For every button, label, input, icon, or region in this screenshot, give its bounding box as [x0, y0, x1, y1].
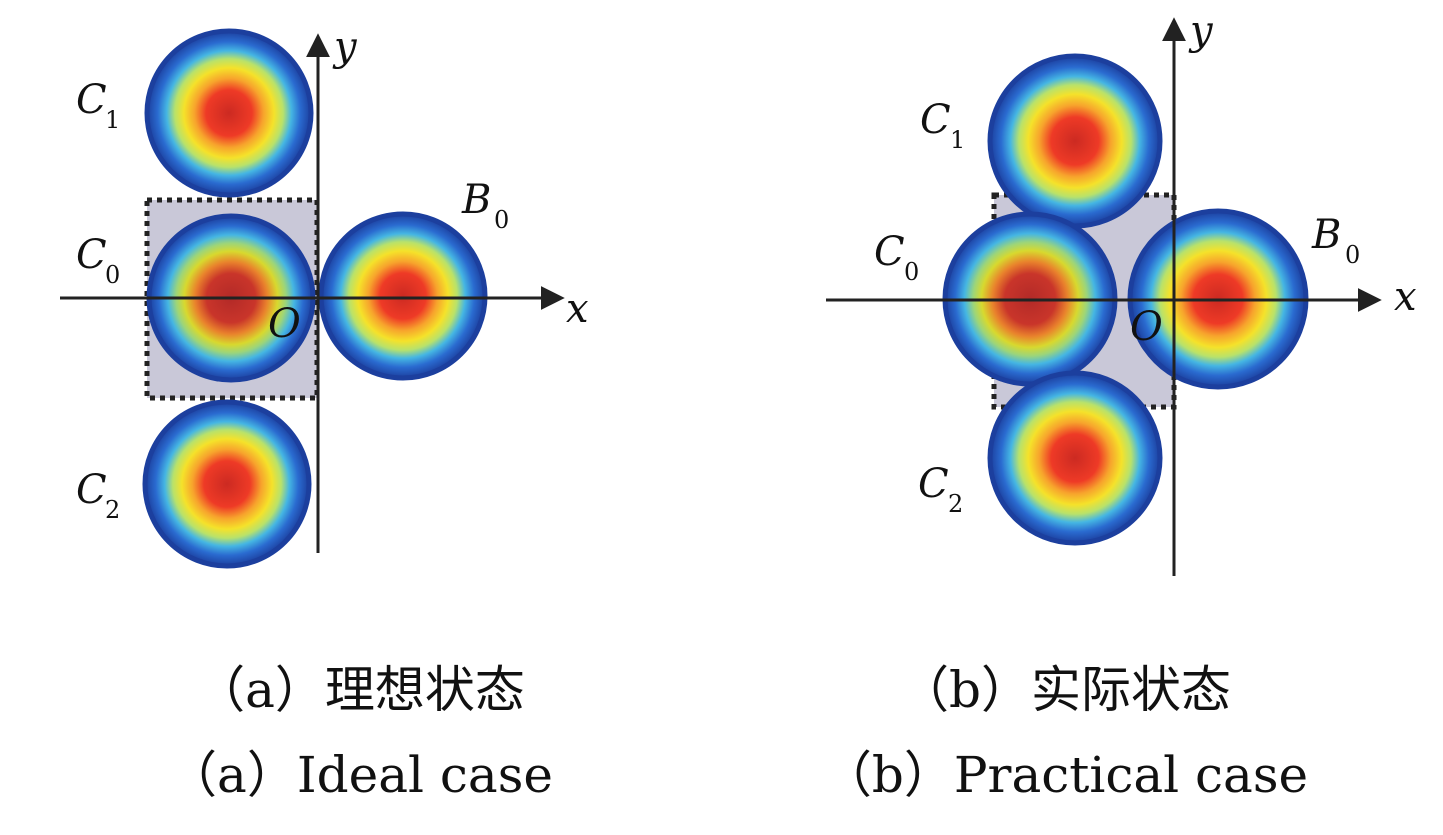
- label-c1-a: C: [76, 77, 107, 123]
- label-c0-a: C: [76, 232, 107, 278]
- label-c2-sub-b: 2: [948, 490, 963, 518]
- spot-c1-a: [144, 28, 314, 198]
- label-c0-sub-a: 0: [105, 261, 120, 289]
- x-axis-label-a: x: [566, 286, 589, 332]
- caption-a-english: （a）Ideal case: [167, 746, 553, 804]
- label-c0-sub-b: 0: [904, 258, 919, 286]
- panel-b: x y O C 1 C 0 C 2 B 0: [826, 8, 1417, 576]
- panel-a: x y O C 1 C 0 C 2 B 0: [60, 24, 589, 569]
- caption-b-chinese: （b）实际状态: [898, 661, 1231, 719]
- label-c2-a: C: [76, 467, 107, 513]
- label-b0-b: B: [1311, 212, 1341, 258]
- label-c1-b: C: [920, 97, 951, 143]
- label-b0-sub-b: 0: [1345, 241, 1360, 269]
- caption-a-chinese: （a）理想状态: [195, 661, 525, 719]
- spot-c2-b: [987, 370, 1163, 546]
- x-axis-label-b: x: [1394, 274, 1417, 320]
- label-c0-b: C: [874, 229, 905, 275]
- label-c1-sub-a: 1: [105, 106, 120, 134]
- label-b0-a: B: [461, 177, 491, 223]
- y-axis-label-a: y: [332, 24, 358, 70]
- label-c2-b: C: [918, 461, 949, 507]
- spot-c2-a: [142, 399, 312, 569]
- label-c2-sub-a: 2: [105, 496, 120, 524]
- y-axis-label-b: y: [1188, 8, 1214, 54]
- origin-label-a: O: [268, 301, 301, 347]
- label-c1-sub-b: 1: [950, 126, 965, 154]
- spot-b0-a: [318, 211, 488, 381]
- origin-label-b: O: [1130, 304, 1163, 350]
- spot-c1-b: [987, 53, 1163, 229]
- label-b0-sub-a: 0: [494, 206, 509, 234]
- caption-b-english: （b）Practical case: [821, 746, 1309, 804]
